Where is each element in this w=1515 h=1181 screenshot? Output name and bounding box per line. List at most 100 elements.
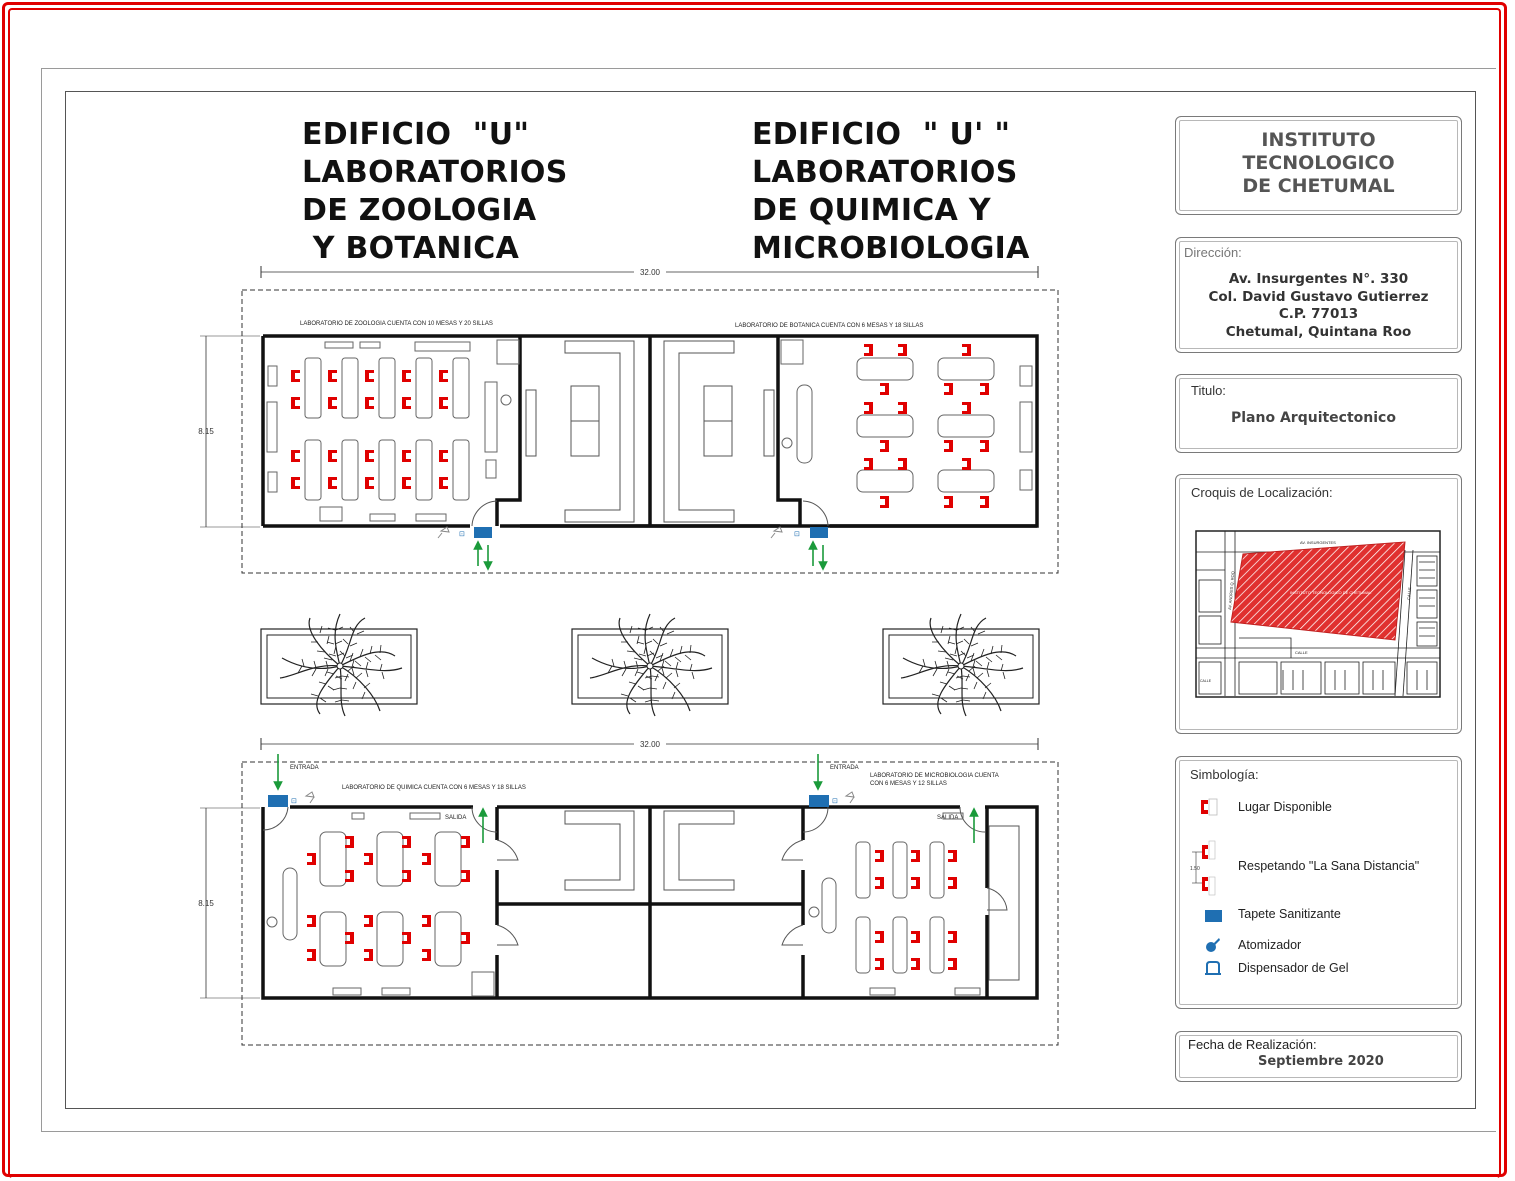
entrada-label-left: ENTRADA [290,765,319,771]
address-line-2: Col. David Gustavo Gutierrez [1208,288,1429,305]
map-label-right-street: CALLE [1406,587,1412,600]
map-label-top-street: AV. INSURGENTES [1300,540,1336,545]
distance-icon: 1.50 [1190,840,1216,896]
dim-height-label-top: 8.15 [198,427,214,436]
map-label-left-street: AV. ANDRES Q. ROO [1227,571,1235,610]
drawing-sheet [41,68,1496,1132]
address-line-3: C.P. 77013 [1278,306,1359,322]
note-zoologia: LABORATORIO DE ZOOLOGIA CUENTA CON 10 ME… [300,321,493,327]
microbiologia-chairs [875,850,957,970]
heading-left-line-2: LABORATORIOS [302,155,568,190]
heading-left-line-3: DE ZOOLOGIA [302,193,537,228]
distance-scale-label: 1.50 [1190,866,1200,872]
site-boundary-top [241,289,1059,574]
entrada-label-right: ENTRADA [830,765,859,771]
gel-dispenser-icon: ⊡ [459,531,465,538]
heading-right-line-1: EDIFICIO " U' " [752,117,1011,152]
date-label: Fecha de Realización: [1188,1037,1317,1052]
entry-botanica: ⊡ [770,500,829,571]
legend-box: Simbología: Lugar Disponible 1.50 Respet… [1175,756,1462,1009]
chair-icon [1201,798,1218,816]
title-box: Titulo: Plano Arquitectonico [1175,374,1462,453]
dimension-height-bottom: 8.15 [198,807,260,999]
microbiologia-furniture [808,812,981,996]
note-microbiologia-1: LABORATORIO DE MICROBIOLOGIA CUENTA [870,773,999,779]
map-label-bottom-left: CALLE [1200,679,1212,683]
zoologia-furniture [266,339,520,522]
location-map: AV. INSURGENTES INSTITUTO TECNOLOGICO DE… [1195,530,1441,698]
institution-line-1: INSTITUTO [1261,129,1376,151]
institution-line-3: DE CHETUMAL [1242,175,1395,197]
dimension-width-bottom: 32.00 [260,738,1039,750]
building-bottom-walls [261,805,1039,1000]
gel-dispenser-icon: ⊡ [832,798,838,805]
note-microbiologia-2: CON 6 MESAS Y 12 SILLAS [870,781,947,787]
dimension-width-top: 32.00 [260,266,1039,278]
building-top-walls [261,334,1039,528]
planters [260,613,1040,717]
map-label-campus: INSTITUTO TECNOLOGICO DE CHETUMAL [1290,590,1372,595]
dimension-height-top: 8.15 [198,335,260,528]
entry-zoologia: ⊡ [437,500,498,571]
quimica-furniture [266,812,495,997]
heading-right-line-4: MICROBIOLOGIA [752,231,1030,266]
dim-height-label-bottom: 8.15 [198,899,214,908]
gel-dispenser-icon: ⊡ [794,531,800,538]
sanitizing-mat-icon [809,795,829,807]
dim-width-label-top: 32.00 [640,268,661,277]
address-line-1: Av. Insurgentes N°. 330 [1228,271,1409,287]
gel-dispenser-icon: ⊡ [291,798,297,805]
legend-sana-distancia: Respetando "La Sana Distancia" [1238,859,1420,873]
entry-microbiologia: ⊡ [809,754,979,843]
floor-plan: 32.00 8.15 LABORATORIO DE ZOOLOGIA CUENT… [198,266,1059,1046]
location-box: Croquis de Localización: AV. INSURGENTES… [1175,474,1462,734]
sanitizing-mat-icon [810,527,828,538]
institution-line-2: TECNOLOGICO [1242,152,1395,174]
quimica-chairs [307,836,470,961]
legend-tapete: Tapete Sanitizante [1238,907,1341,921]
location-label: Croquis de Localización: [1191,485,1333,500]
botanica-chairs [864,344,989,508]
sanitizing-mat-icon [268,795,288,807]
address-box: Dirección: Av. Insurgentes N°. 330 Col. … [1175,237,1462,353]
legend-lugar-disponible: Lugar Disponible [1238,800,1332,814]
site-boundary-bottom [241,761,1059,1046]
legend-label: Simbología: [1190,767,1259,782]
heading-left: EDIFICIO "U" LABORATORIOS DE ZOOLOGIA Y … [302,116,568,268]
heading-right: EDIFICIO " U' " LABORATORIOS DE QUIMICA … [752,116,1030,268]
botanica-furniture [780,339,1033,508]
map-label-bottom-street: CALLE [1295,650,1308,655]
drawing-title: Plano Arquitectonico [1231,410,1396,426]
atomizer-icon [770,526,783,539]
dim-width-label-bottom: 32.00 [640,740,661,749]
address-label: Dirección: [1184,245,1242,260]
salida-label-left: SALIDA [445,815,466,821]
note-botanica: LABORATORIO DE BOTANICA CUENTA CON 6 MES… [735,323,923,329]
campus-area [1230,541,1406,641]
title-label: Titulo: [1191,383,1226,398]
salida-label-right: SALIDA [937,815,958,821]
atomizer-icon [304,791,315,804]
heading-left-line-4: Y BOTANICA [302,231,520,266]
atomizer-icon [437,526,450,539]
heading-right-line-2: LABORATORIOS [752,155,1018,190]
atomizer-icon [844,791,855,804]
inner-red-frame [8,8,1501,1178]
legend-atomizador: Atomizador [1238,938,1302,952]
drawing-border [65,91,1476,1109]
heading-left-line-1: EDIFICIO "U" [302,117,530,152]
sanitizing-mat-icon [474,527,492,538]
date-value: Septiembre 2020 [1258,1054,1384,1069]
entry-quimica: ⊡ [268,754,488,843]
atomizer-icon [1206,938,1220,952]
zoologia-chairs [291,370,448,489]
date-box: Fecha de Realización: Septiembre 2020 [1175,1031,1462,1082]
heading-right-line-3: DE QUIMICA Y [752,193,991,228]
gel-dispenser-icon [1205,961,1221,975]
institution-box: INSTITUTO TECNOLOGICO DE CHETUMAL [1175,116,1462,215]
address-line-4: Chetumal, Quintana Roo [1225,323,1412,340]
legend-gel: Dispensador de Gel [1238,961,1349,975]
mat-icon [1205,910,1222,922]
note-quimica: LABORATORIO DE QUIMICA CUENTA CON 6 MESA… [342,785,526,791]
